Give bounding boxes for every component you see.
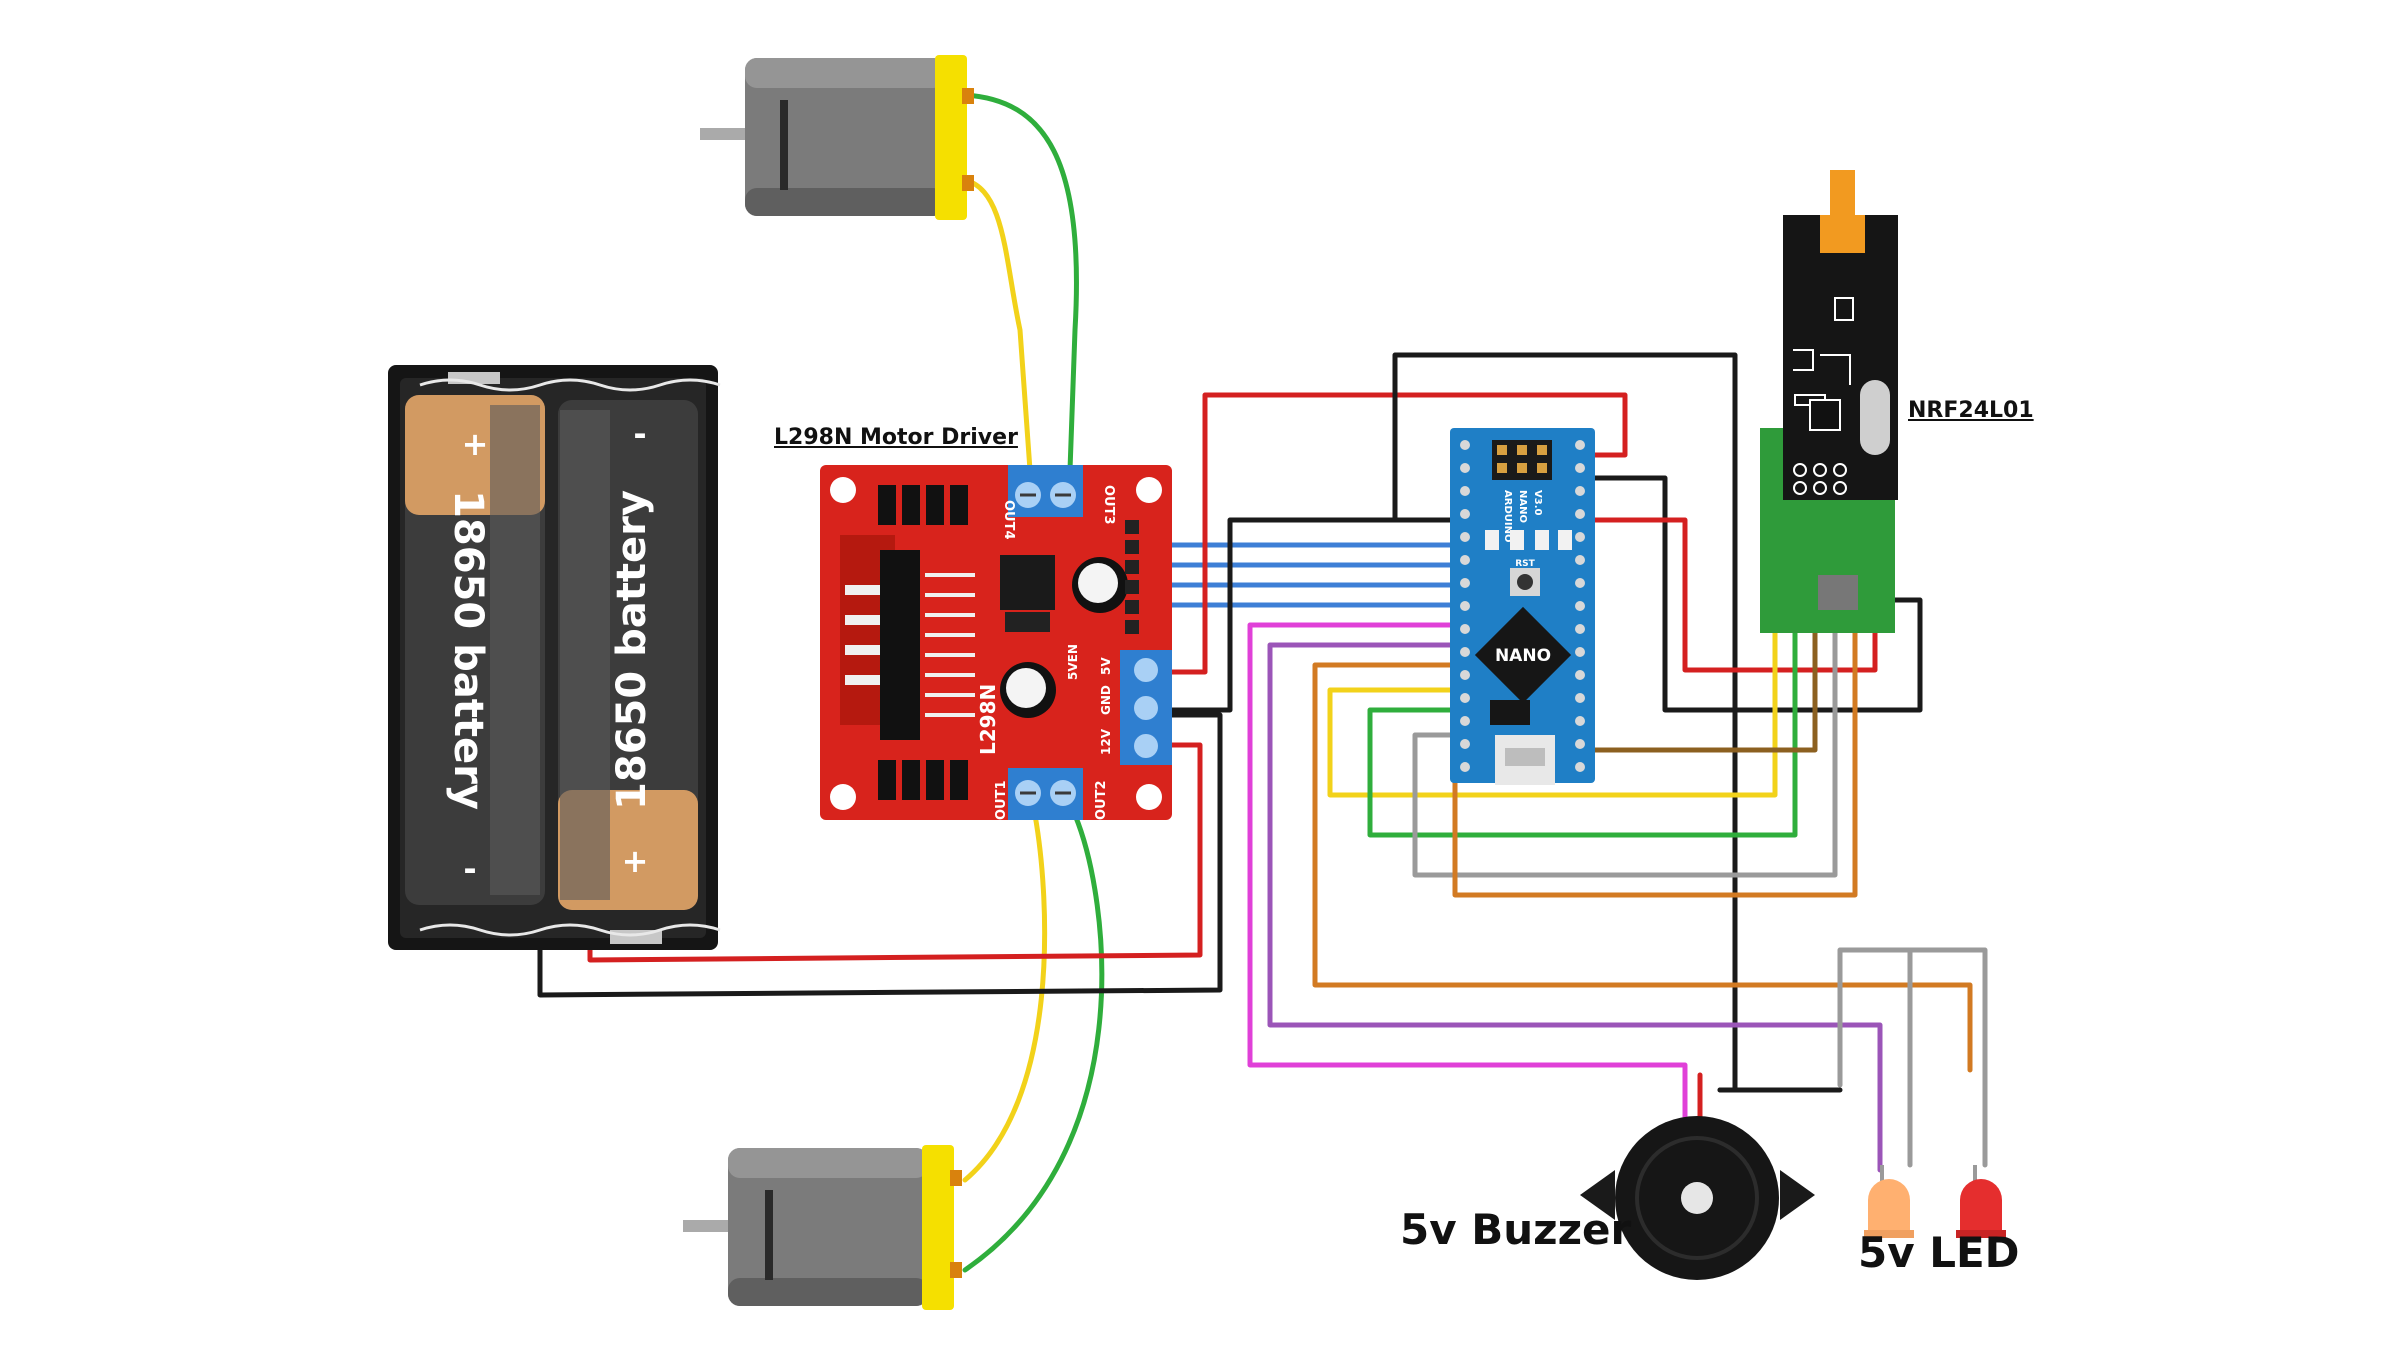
- wire-nrf-green: [1367, 517, 1798, 838]
- wire-buzzer-magenta: [1247, 622, 1688, 1123]
- wire-gnd-gray: [1837, 947, 1988, 1168]
- driver-out3-label: OUT3: [1101, 485, 1116, 525]
- wire-led-orange: [1312, 662, 1973, 1073]
- wire-battery-black: [537, 712, 1223, 998]
- buzzer-label: 5v Buzzer: [1400, 1205, 1632, 1254]
- nrf24l01-module: [1760, 170, 1898, 633]
- driver-out1-label: OUT1: [994, 780, 1009, 820]
- dc-motor-bottom: [683, 1145, 962, 1310]
- driver-5ven-label: 5VEN: [1066, 644, 1080, 680]
- nano-model-label: NANO: [1517, 490, 1528, 523]
- wire-bottom-motor-green: [962, 812, 1105, 1273]
- nrf24l01-label: NRF24L01: [1908, 398, 2034, 423]
- driver-5v-label: 5V: [1099, 657, 1113, 675]
- wire-top-motor-green: [962, 92, 1079, 473]
- driver-out2-label: OUT2: [1094, 780, 1109, 820]
- led-red: [1956, 1165, 2006, 1238]
- battery-left-plus: +: [462, 425, 489, 463]
- driver-out4-label: OUT4: [1001, 500, 1016, 540]
- wire-nrf-yellow: [1327, 517, 1778, 798]
- buzzer: [1580, 1116, 1815, 1280]
- wire-led-purple: [1267, 642, 1883, 1173]
- led-label: 5v LED: [1858, 1228, 2020, 1277]
- wire-nrf-orange: [1452, 517, 1858, 898]
- battery-left-label: 18650 battery: [445, 490, 491, 810]
- battery-left-minus: -: [463, 850, 476, 888]
- nano-version-label: V3.0: [1532, 490, 1543, 515]
- driver-12v-label: 12V: [1099, 728, 1113, 755]
- battery-cell-right: - + 18650 battery: [558, 400, 698, 910]
- nano-mcu-chip: NANO: [1474, 606, 1572, 704]
- battery-right-plus: +: [622, 842, 649, 880]
- driver-gnd-label: GND: [1099, 685, 1113, 715]
- wire-bottom-motor-yellow: [962, 812, 1048, 1183]
- motor-driver-label: L298N Motor Driver: [774, 425, 1018, 450]
- driver-chip-label: L298N: [976, 684, 1000, 755]
- battery-holder: + - 18650 battery - + 18650 battery: [388, 365, 721, 950]
- l298n-driver-board: OUT4 OUT3 OUT1 OUT2 L298N 12V GND 5V 5VE…: [820, 465, 1172, 820]
- nano-badge-label: NANO: [1495, 646, 1551, 666]
- dc-motor-top: [700, 55, 974, 220]
- nano-brand-label: ARDUINO: [1502, 490, 1513, 542]
- wires: [537, 92, 1988, 1273]
- wire-top-motor-yellow: [962, 177, 1033, 473]
- arduino-nano-board: ARDUINO NANO V3.0 RST NANO: [1450, 428, 1595, 785]
- wire-nrf-gray: [1412, 517, 1838, 878]
- wire-driver-gnd-black: [1152, 517, 1463, 713]
- battery-right-label: 18650 battery: [609, 490, 655, 810]
- battery-right-minus: -: [633, 415, 646, 453]
- wire-battery-red: [587, 742, 1203, 963]
- led-orange: [1864, 1165, 1914, 1238]
- battery-cell-left: + - 18650 battery: [405, 395, 545, 905]
- nano-rst-label: RST: [1515, 559, 1535, 569]
- wire-driver-5v-red: [1152, 392, 1628, 675]
- wire-nano-nrf-red: [1587, 517, 1878, 673]
